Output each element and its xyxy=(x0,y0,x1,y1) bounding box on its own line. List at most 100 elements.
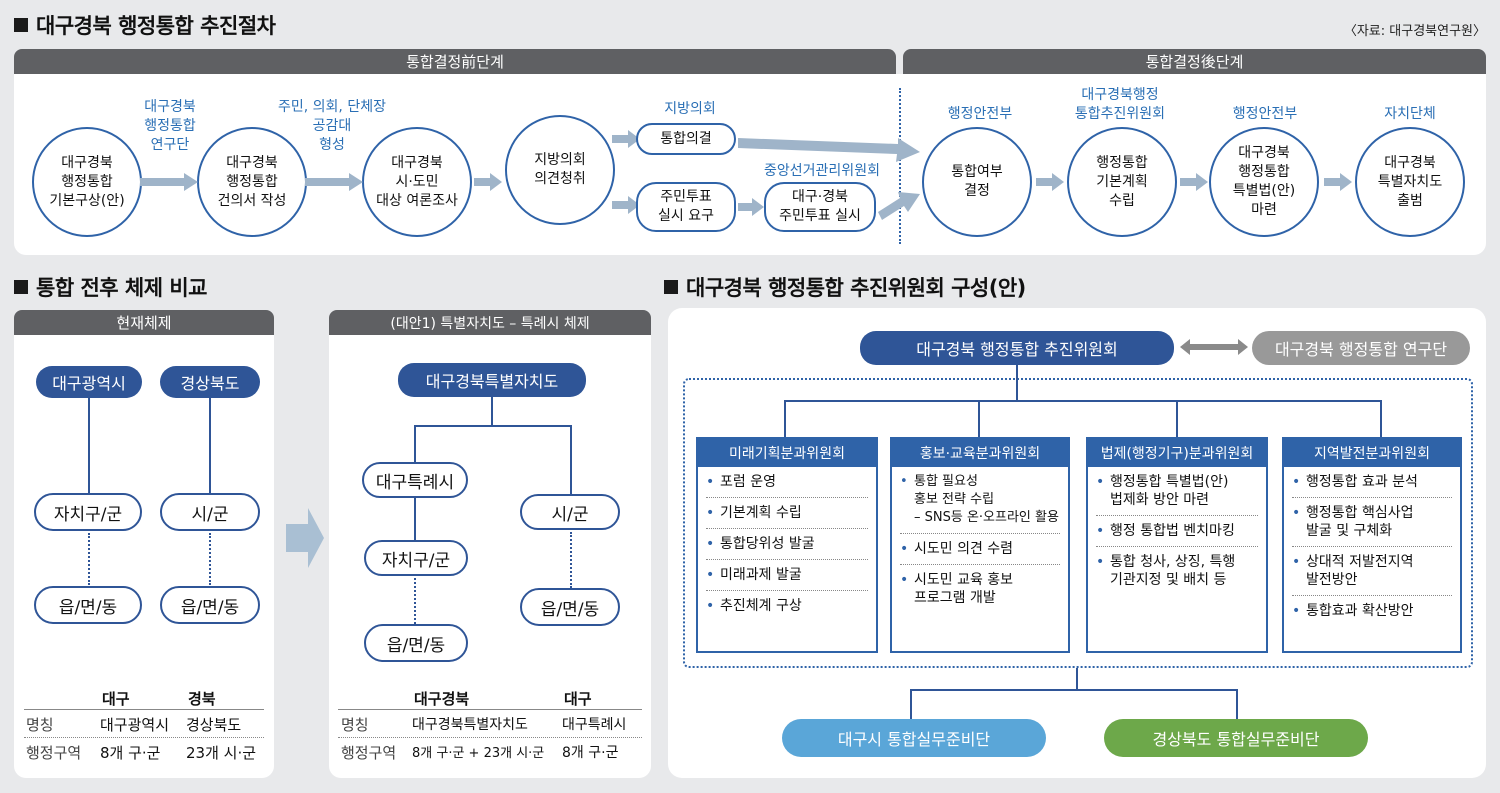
arrow-icon xyxy=(612,196,640,214)
list-item: 행정통합 특별법(안) 법제화 방안 마련 xyxy=(1096,467,1258,516)
subcommittee-future: 미래기획분과위원회 포럼 운영 기본계획 수립 통합당위성 발굴 미래과제 발굴… xyxy=(696,437,878,653)
connector-line xyxy=(570,425,572,495)
node-special-province: 대구경북특별자치도 xyxy=(398,363,586,397)
subcommittee-header: 법제(행정기구)분과위원회 xyxy=(1088,439,1266,467)
table-row-label: 행정구역 xyxy=(341,744,397,762)
table-cell: 8개 구·군 + 23개 시·군 xyxy=(412,746,545,761)
connector-line xyxy=(910,689,1238,691)
list-item: 상대적 저발전지역 발전방안 xyxy=(1292,547,1452,596)
list-item: 포럼 운영 xyxy=(706,467,868,498)
table-cell: 대구광역시 xyxy=(100,716,170,734)
list-item: 통합 청사, 상징, 특행 기관지정 및 배치 등 xyxy=(1096,547,1258,595)
node-research-team: 대구경북 행정통합 연구단 xyxy=(1252,331,1470,365)
node-eup-right: 읍/면/동 xyxy=(160,586,260,624)
section-title-compare: 통합 전후 체제 비교 xyxy=(14,272,208,302)
actor-mois-2: 행정안전부 xyxy=(1232,106,1298,122)
table-row-label: 행정구역 xyxy=(26,744,82,762)
node-daegu-city: 대구광역시 xyxy=(36,366,142,398)
step-master-plan: 행정통합 기본계획 수립 xyxy=(1067,127,1177,237)
step-decision: 통합여부 결정 xyxy=(922,127,1032,237)
connector-line xyxy=(910,689,912,719)
square-bullet-icon xyxy=(14,280,28,294)
table-row-label: 명칭 xyxy=(26,716,54,734)
arrow-icon xyxy=(140,173,198,191)
transition-arrow-icon xyxy=(286,508,324,568)
list-item: 행정 통합법 벤치마킹 xyxy=(1096,516,1258,547)
table-cell: 대구특례시 xyxy=(562,717,627,733)
node-district: 자치구/군 xyxy=(34,493,142,531)
step-special-act: 대구경북 행정통합 특별법(안) 마련 xyxy=(1209,127,1319,237)
node-city-county: 시/군 xyxy=(160,493,260,531)
connector-line xyxy=(414,498,416,540)
arrow-icon xyxy=(738,198,764,216)
alt-system-header: (대안1) 특별자치도 – 특례시 체제 xyxy=(329,310,651,335)
table-col-daegu-gyeongbuk: 대구경북 xyxy=(414,690,470,708)
step-council-opinion: 지방의회 의견청취 xyxy=(505,115,615,225)
actor-research-team: 대구경북 행정통합 연구단 xyxy=(144,99,196,153)
actor-mois-1: 행정안전부 xyxy=(947,106,1013,122)
connector-line xyxy=(414,425,416,462)
actor-election-commission: 중앙선거관리위원회 xyxy=(764,163,880,179)
step-launch: 대구경북 특별자치도 출범 xyxy=(1355,127,1465,237)
list-item: 통합당위성 발굴 xyxy=(706,529,868,560)
connector-line xyxy=(1176,400,1178,437)
current-system-panel xyxy=(14,335,274,778)
node-daegu-office: 대구시 통합실무준비단 xyxy=(782,719,1046,757)
section-title-procedure: 대구경북 행정통합 추진절차 xyxy=(14,10,276,40)
arrow-icon xyxy=(474,173,502,191)
table-cell: 경상북도 xyxy=(186,716,242,734)
connector-line xyxy=(1236,689,1238,719)
phase-after-header: 통합결정後단계 xyxy=(903,49,1486,74)
table-divider xyxy=(24,709,264,710)
connector-dotted xyxy=(88,533,90,585)
list-item: 통합효과 확산방안 xyxy=(1292,596,1452,626)
node-alt-eup-right: 읍/면/동 xyxy=(520,588,620,626)
node-main-committee: 대구경북 행정통합 추진위원회 xyxy=(860,331,1174,365)
table-row-label: 명칭 xyxy=(341,716,369,734)
connector-line xyxy=(1380,400,1382,437)
step-referendum-request: 주민투표 실시 요구 xyxy=(636,182,736,232)
table-cell: 대구경북특별자치도 xyxy=(412,717,528,733)
list-item: 미래과제 발굴 xyxy=(706,560,868,591)
subcommittee-pr: 홍보·교육분과위원회 통합 필요성 홍보 전략 수립 – SNS등 온·오프라인… xyxy=(890,437,1070,653)
list-item: 행정통합 핵심사업 발굴 및 구체화 xyxy=(1292,498,1452,547)
current-system-header: 현재체제 xyxy=(14,310,274,335)
node-alt-district: 자치구/군 xyxy=(364,540,468,576)
step-basic-plan: 대구경북 행정통합 기본구상(안) xyxy=(32,127,142,237)
list-item: 추진체계 구상 xyxy=(706,591,868,621)
double-arrow-icon xyxy=(1180,339,1248,355)
actor-local-gov: 자치단체 xyxy=(1384,106,1436,122)
table-col-daegu: 대구 xyxy=(564,690,592,708)
subcommittee-regional: 지역발전분과위원회 행정통합 효과 분석 행정통합 핵심사업 발굴 및 구체화 … xyxy=(1282,437,1462,653)
arrow-icon xyxy=(305,173,363,191)
node-alt-eup-left: 읍/면/동 xyxy=(364,624,468,662)
step-proposal: 대구경북 행정통합 건의서 작성 xyxy=(197,127,307,237)
list-item: 시도민 의견 수렴 xyxy=(900,534,1060,565)
square-bullet-icon xyxy=(14,18,28,32)
subcommittee-header: 지역발전분과위원회 xyxy=(1284,439,1460,467)
list-item: 통합 필요성 홍보 전략 수립 – SNS등 온·오프라인 활용 xyxy=(900,467,1060,534)
list-item: 행정통합 효과 분석 xyxy=(1292,467,1452,498)
connector-line xyxy=(978,400,980,437)
subcommittee-header: 홍보·교육분과위원회 xyxy=(892,439,1068,467)
phase-before-header: 통합결정前단계 xyxy=(14,49,896,74)
table-cell: 8개 구·군 xyxy=(100,744,161,762)
actor-consensus: 주민, 의회, 단체장 공감대 형성 xyxy=(278,99,386,153)
connector-line xyxy=(1076,668,1078,690)
square-bullet-icon xyxy=(664,280,678,294)
committee-group-frame xyxy=(683,378,1473,668)
connector-dotted xyxy=(414,578,416,624)
node-alt-city-county: 시/군 xyxy=(520,494,620,530)
table-divider xyxy=(338,737,642,738)
arrow-icon xyxy=(1180,173,1208,191)
source-note: 〈자료: 대구경북연구원〉 xyxy=(1343,24,1486,39)
node-gyeongbuk: 경상북도 xyxy=(160,366,260,398)
table-col-gyeongbuk: 경북 xyxy=(188,690,216,708)
connector-line xyxy=(414,425,572,427)
connector-line xyxy=(88,398,90,493)
connector-line xyxy=(491,397,493,427)
connector-line xyxy=(209,398,211,493)
table-divider xyxy=(24,737,264,738)
section-title-committee: 대구경북 행정통합 추진위원회 구성(안) xyxy=(664,272,1026,302)
connector-line xyxy=(1016,365,1018,401)
